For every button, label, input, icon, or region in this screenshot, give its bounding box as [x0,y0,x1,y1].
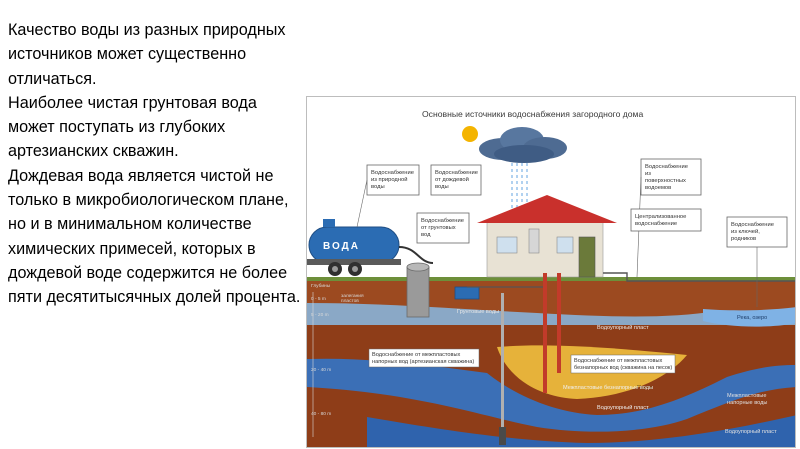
label-interstratal-pressure: Водоснабжение от межпластовых напорных в… [368,348,480,368]
label-groundwater: Грунтовые воды [457,309,499,315]
label-aquiclude-bottom: Водоупорный пласт [725,428,777,435]
water-supply-diagram: Основные источники водоснабжения загород… [306,96,796,448]
well-pipes [467,273,561,445]
depth-scale: Глубины залегания пластов 0 - 5 m 5 - 20… [311,283,364,437]
callout-rain-line3: воды [435,184,449,190]
callout-surface-line4: водоемов [645,185,671,191]
callout-rain-water: Водоснабжение от дождевой воды [430,164,482,196]
label-interstratal-pressure-line2: напорных вод (артезианская скважина) [372,359,474,365]
depth-label-3: 40 - 80 m [311,411,331,417]
slide-text: Качество воды из разных природных источн… [8,18,304,310]
paragraph-artesian: Наиболее чистая грунтовая вода может пос… [8,93,257,161]
callout-surface-line2: из [645,171,651,177]
grass-line [307,277,795,281]
water-tanker-truck: ВОДА [307,219,401,276]
callout-ground-line3: вод [421,232,431,238]
callout-rain-line2: от дождевой [435,176,469,183]
depth-label-0: 0 - 5 m [311,296,326,302]
tanker-label: ВОДА [323,241,360,252]
callout-central-line2: водоснабжение [635,221,677,227]
callout-ground-line2: от грунтовых [421,225,456,231]
callout-natural-line1: Водоснабжение [371,170,414,176]
rain-drops [511,163,528,211]
depth-title-line3: пластов [341,299,359,304]
depth-label-2: 20 - 40 m [311,367,331,373]
callout-central-line1: Централизованное [635,214,686,220]
label-interstratal-pressure-line1: Водоснабжение от межпластовых [372,352,461,358]
callout-ground-line1: Водоснабжение [421,218,464,224]
label-sand: Песок [637,385,653,391]
callout-springs-line1: Водоснабжение [731,222,774,228]
callout-ground-water: Водоснабжение от грунтовых вод [416,212,470,244]
callout-rain-line1: Водоснабжение [435,170,478,176]
callout-natural-line3: воды [371,184,385,190]
pump-icon [454,286,480,300]
deep-water-layer [367,415,795,447]
callout-central-water: Централизованное водоснабжение [630,208,702,232]
callout-surface-water: Водоснабжение из поверхностных водоемов [636,158,702,278]
rain-cloud-icon [479,127,567,163]
label-pressure-water-line2: напорные воды [727,400,767,406]
storage-tank-icon [406,262,430,318]
callout-surface-line1: Водоснабжение [645,164,688,170]
callout-springs-line2: из ключей, [731,228,760,235]
interstratal-water-layer [307,358,795,432]
label-aquiclude-top: Водоупорный пласт [597,324,649,331]
callout-surface-line3: поверхностных [645,178,686,184]
paragraph-rainwater: Дождевая вода является чистой не только … [8,166,301,307]
tanker-hose [398,246,434,264]
label-interstratal-free-water: Межпластовые безнапорные воды [563,385,653,391]
callout-springs: Водоснабжение из ключей, родников [726,216,788,307]
callout-natural-line2: из природной [371,176,407,183]
callout-natural-water: Водоснабжение из природной воды [356,164,420,228]
label-interstratal-free-line2: безнапорных вод (скважина на песок) [574,365,672,371]
diagram-title: Основные источники водоснабжения загород… [422,109,643,119]
callout-springs-line3: родников [731,236,756,242]
label-pressure-water-line1: Межпластовые [727,393,766,399]
central-supply-pipe [603,272,795,282]
label-river-lake: Река, озеро [737,315,767,321]
depth-label-1: 5 - 20 m [311,312,329,318]
label-interstratal-free-line1: Водоснабжение от межпластовых [574,358,663,364]
paragraph-water-quality: Качество воды из разных природных источн… [8,21,286,88]
label-aquiclude-mid: Водоупорный пласт [597,404,649,411]
house-icon [477,195,617,278]
depth-title-line1: Глубины [311,283,331,289]
label-interstratal-free: Водоснабжение от межпластовых безнапорны… [570,354,676,374]
depth-title-line2: залегания [341,294,364,299]
sun-icon [462,126,478,142]
river-lake [703,307,795,327]
